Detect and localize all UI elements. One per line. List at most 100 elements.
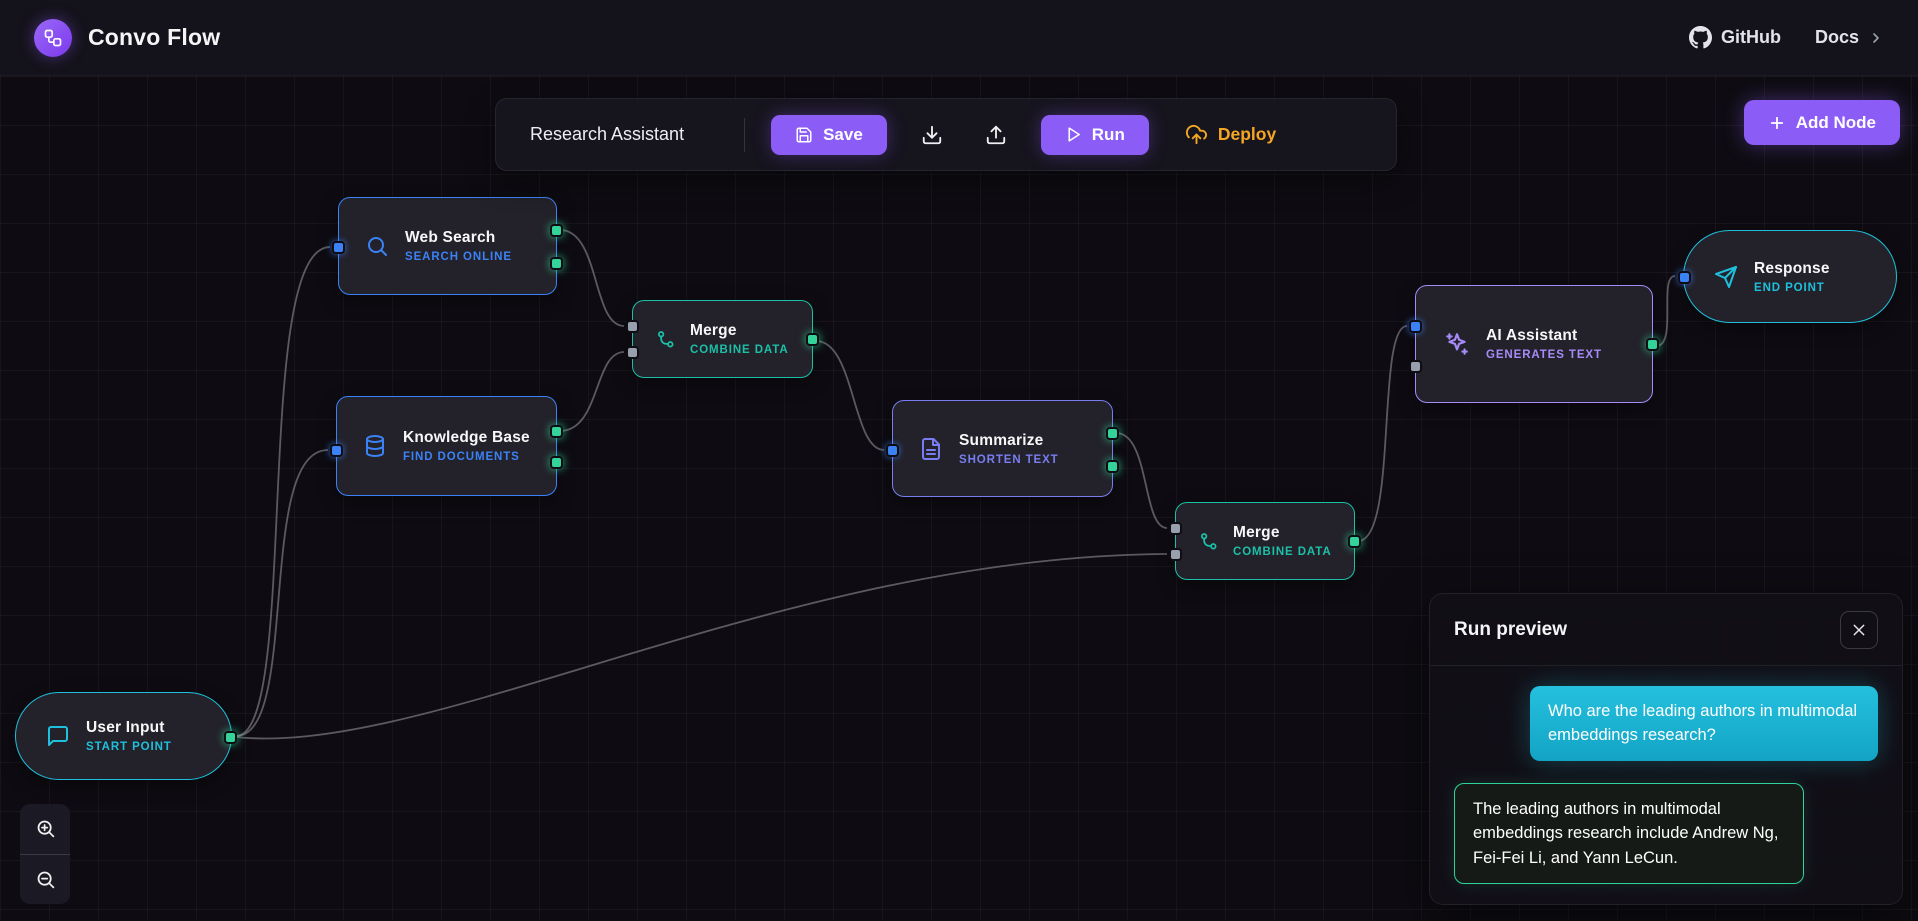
chat-icon xyxy=(46,724,70,748)
output-handle[interactable] xyxy=(550,257,563,270)
input-handle[interactable] xyxy=(626,346,639,359)
node-subtitle: COMBINE DATA xyxy=(690,344,789,356)
output-handle[interactable] xyxy=(1106,427,1119,440)
search-icon xyxy=(365,234,389,258)
node-summarize[interactable]: Summarize SHORTEN TEXT xyxy=(886,400,1119,497)
file-text-icon xyxy=(919,437,943,461)
edge-userinput-knowledge[interactable] xyxy=(235,449,329,737)
app-header: Convo Flow GitHub Docs xyxy=(0,0,1918,76)
output-handle[interactable] xyxy=(550,456,563,469)
edge-aiassistant-response[interactable] xyxy=(1655,275,1676,347)
edge-knowledge-merge1[interactable] xyxy=(559,351,625,432)
output-handle[interactable] xyxy=(550,224,563,237)
close-button[interactable] xyxy=(1840,610,1878,649)
zoom-divider xyxy=(20,853,70,855)
input-handle[interactable] xyxy=(1169,522,1182,535)
add-node-button[interactable]: Add Node xyxy=(1743,100,1900,145)
workflow-icon xyxy=(43,28,63,48)
export-button[interactable] xyxy=(977,116,1015,154)
run-preview-messages: Who are the leading authors in multimoda… xyxy=(1430,666,1902,904)
output-handle[interactable] xyxy=(1106,460,1119,473)
zoom-in-icon xyxy=(35,818,56,839)
zoom-in-button[interactable] xyxy=(20,804,70,854)
edge-merge1-summarize[interactable] xyxy=(815,340,885,451)
node-subtitle: START POINT xyxy=(86,741,172,753)
edges-layer xyxy=(235,229,1676,740)
git-merge-icon xyxy=(655,329,676,350)
node-title: Knowledge Base xyxy=(403,429,530,446)
input-handle[interactable] xyxy=(330,444,343,457)
node-subtitle: FIND DOCUMENTS xyxy=(403,451,520,463)
output-handle[interactable] xyxy=(550,425,563,438)
edge-summarize-merge2[interactable] xyxy=(1115,432,1168,529)
input-handle[interactable] xyxy=(886,444,899,457)
flow-toolbar: Research Assistant Save Run xyxy=(495,98,1397,171)
deploy-button[interactable]: Deploy xyxy=(1175,115,1286,154)
node-merge-1[interactable]: Merge COMBINE DATA xyxy=(626,300,819,378)
node-title: User Input xyxy=(86,719,165,736)
plus-icon xyxy=(1768,114,1786,132)
git-merge-icon xyxy=(1198,531,1219,552)
github-label: GitHub xyxy=(1720,27,1781,47)
edge-websearch-merge1[interactable] xyxy=(559,229,625,327)
node-title: AI Assistant xyxy=(1486,327,1578,344)
assistant-message-bubble: The leading authors in multimodal embedd… xyxy=(1454,782,1804,885)
toolbar-divider xyxy=(744,117,746,152)
docs-label: Docs xyxy=(1814,27,1859,47)
deploy-label: Deploy xyxy=(1217,124,1277,144)
output-handle[interactable] xyxy=(1348,535,1361,548)
run-preview-title: Run preview xyxy=(1454,618,1567,640)
save-label: Save xyxy=(823,124,863,144)
zoom-out-button[interactable] xyxy=(20,855,70,905)
node-user-input[interactable]: User Input START POINT xyxy=(15,692,237,780)
flow-canvas[interactable]: Research Assistant Save Run xyxy=(0,76,1918,921)
import-button[interactable] xyxy=(913,116,951,154)
run-button[interactable]: Run xyxy=(1040,114,1149,155)
run-preview-panel: Run preview Who are the leading authors … xyxy=(1429,593,1903,905)
zoom-out-icon xyxy=(35,869,56,890)
node-response[interactable]: Response END POINT xyxy=(1678,230,1897,323)
cloud-upload-icon xyxy=(1185,123,1208,146)
input-handle[interactable] xyxy=(1678,271,1691,284)
user-message-bubble: Who are the leading authors in multimoda… xyxy=(1530,686,1878,761)
chevron-right-icon xyxy=(1868,30,1884,46)
page-title: Convo Flow xyxy=(88,24,221,50)
node-title: Summarize xyxy=(959,431,1044,449)
input-handle[interactable] xyxy=(1409,360,1422,373)
download-icon xyxy=(921,124,943,146)
edge-merge2-aiassistant[interactable] xyxy=(1357,325,1408,542)
database-icon xyxy=(363,434,387,458)
node-title: Response xyxy=(1754,259,1830,277)
node-subtitle: END POINT xyxy=(1754,281,1825,294)
zoom-controls xyxy=(20,804,70,904)
node-knowledge-base[interactable]: Knowledge Base FIND DOCUMENTS xyxy=(330,396,563,496)
node-subtitle: COMBINE DATA xyxy=(1233,546,1332,558)
save-button[interactable]: Save xyxy=(771,114,887,155)
node-merge-2[interactable]: Merge COMBINE DATA xyxy=(1169,502,1361,580)
output-handle[interactable] xyxy=(1646,338,1659,351)
node-title: Merge xyxy=(1233,524,1280,541)
output-handle[interactable] xyxy=(806,333,819,346)
edge-userinput-websearch[interactable] xyxy=(235,246,331,737)
node-subtitle: GENERATES TEXT xyxy=(1486,349,1602,361)
input-handle[interactable] xyxy=(1409,320,1422,333)
sparkles-icon xyxy=(1444,331,1470,357)
output-handle[interactable] xyxy=(224,731,237,744)
upload-icon xyxy=(985,124,1007,146)
app-logo xyxy=(34,18,72,57)
node-web-search[interactable]: Web Search SEARCH ONLINE xyxy=(332,197,563,295)
node-title: Merge xyxy=(690,322,737,339)
input-handle[interactable] xyxy=(626,320,639,333)
input-handle[interactable] xyxy=(1169,548,1182,561)
node-subtitle: SHORTEN TEXT xyxy=(959,453,1059,466)
play-icon xyxy=(1065,126,1082,143)
node-ai-assistant[interactable]: AI Assistant GENERATES TEXT xyxy=(1409,285,1659,403)
send-icon xyxy=(1714,265,1738,289)
github-icon xyxy=(1688,26,1712,49)
add-node-label: Add Node xyxy=(1795,112,1876,132)
close-icon xyxy=(1851,622,1867,638)
edge-userinput-merge2[interactable] xyxy=(235,553,1168,740)
github-link[interactable]: GitHub xyxy=(1688,26,1781,49)
docs-link[interactable]: Docs xyxy=(1815,27,1884,48)
input-handle[interactable] xyxy=(332,241,345,254)
